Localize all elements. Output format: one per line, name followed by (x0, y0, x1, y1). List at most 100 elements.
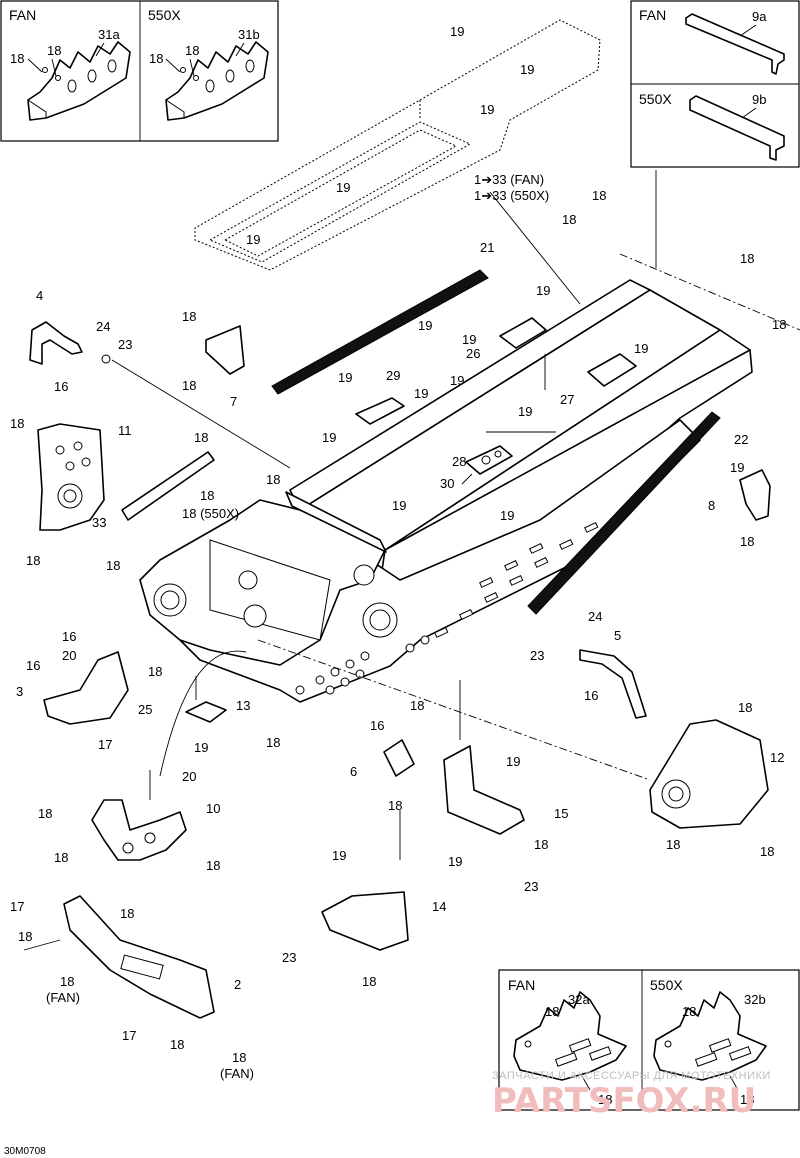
callout-18: 18 (10, 416, 24, 431)
callout-1-33-550x: 1➔33 (550X) (474, 188, 549, 203)
part-2-rail (63, 895, 215, 1019)
callout-18-550x: 18 (550X) (182, 506, 239, 521)
callout-23: 23 (118, 337, 132, 352)
callout-23: 23 (282, 950, 296, 965)
part-12-panel (649, 719, 769, 829)
callout-18: 18 (54, 850, 68, 865)
callout-19: 19 (246, 232, 260, 247)
callout-15: 15 (554, 806, 568, 821)
callout-5: 5 (614, 628, 621, 643)
callouts: 19 19 19 19 19 21 1➔33 (FAN) 1➔33 (550X)… (10, 24, 786, 1081)
callout-13: 13 (236, 698, 250, 713)
callout-18: 18 (200, 488, 214, 503)
callout-18: 18 (545, 1004, 559, 1019)
callout-18: 18 (266, 735, 280, 750)
callout-24: 24 (96, 319, 110, 334)
callout-18: 18 (362, 974, 376, 989)
callout-23: 23 (524, 879, 538, 894)
part-32b-bracket (653, 991, 767, 1081)
callout-32b: 32b (744, 992, 766, 1007)
part-15-step (443, 745, 525, 835)
inset-bottom-right: FAN 550X 32a 18 18 32b 18 18 (498, 969, 800, 1111)
callout-27: 27 (560, 392, 574, 407)
callout-20: 20 (62, 648, 76, 663)
part-5-grab-handle (579, 649, 647, 719)
callout-17: 17 (122, 1028, 136, 1043)
inset-variant-fan: FAN (508, 977, 535, 993)
callout-18: 18 (562, 212, 576, 227)
inset-variant-fan: FAN (639, 7, 666, 23)
callout-18: 18 (206, 858, 220, 873)
callout-16: 16 (54, 379, 68, 394)
callout-18: 18 (740, 251, 754, 266)
callout-16: 16 (62, 629, 76, 644)
callout-19: 19 (338, 370, 352, 385)
callout-18: 18 (182, 378, 196, 393)
diagram-code: 30M0708 (4, 1146, 46, 1157)
callout-18: 18 (149, 51, 163, 66)
callout-18: 18 (666, 837, 680, 852)
callout-25: 25 (138, 702, 152, 717)
callout-8: 8 (708, 498, 715, 513)
part-14-step (321, 891, 409, 951)
callout-18: 18 (148, 664, 162, 679)
callout-4: 4 (36, 288, 43, 303)
callout-23: 23 (530, 648, 544, 663)
callout-20: 20 (182, 769, 196, 784)
watermark-brand: PARTSFOX.RU (492, 1081, 756, 1121)
callout-3: 3 (16, 684, 23, 699)
part-3-bracket (43, 651, 129, 725)
callout-18: 18 (772, 317, 786, 332)
callout-18: 18 (738, 700, 752, 715)
part-cross-member (285, 491, 387, 553)
callout-18: 18 (60, 974, 74, 989)
callout-fan: (FAN) (220, 1066, 254, 1081)
callout-18: 18 (682, 1004, 696, 1019)
callout-19: 19 (448, 854, 462, 869)
part-10-bracket (91, 799, 187, 861)
callout-16: 16 (584, 688, 598, 703)
part-31b-bracket (165, 41, 269, 121)
part-29 (355, 397, 405, 425)
callout-18: 18 (170, 1037, 184, 1052)
callout-18: 18 (194, 430, 208, 445)
callout-18: 18 (185, 43, 199, 58)
inset-variant-550x: 550X (148, 7, 181, 23)
callout-17: 17 (10, 899, 24, 914)
callout-18: 18 (592, 188, 606, 203)
callout-19: 19 (194, 740, 208, 755)
callout-18: 18 (760, 844, 774, 859)
callout-7: 7 (230, 394, 237, 409)
callout-19: 19 (332, 848, 346, 863)
part-9b-bracket (689, 95, 785, 161)
callout-18: 18 (182, 309, 196, 324)
inset-top-right: FAN 550X 9a 9b (630, 0, 800, 168)
callout-6: 6 (350, 764, 357, 779)
callout-19: 19 (450, 373, 464, 388)
callout-19: 19 (450, 24, 464, 39)
callout-33: 33 (92, 515, 106, 530)
callout-19: 19 (480, 102, 494, 117)
callout-fan: (FAN) (46, 990, 80, 1005)
part-31a-bracket (27, 41, 131, 121)
callout-1-33-fan: 1➔33 (FAN) (474, 172, 544, 187)
callout-22: 22 (734, 432, 748, 447)
callout-18: 18 (232, 1050, 246, 1065)
part-9a-bracket (685, 13, 785, 75)
part-8 (739, 469, 771, 521)
callout-9b: 9b (752, 92, 766, 107)
chassis-frame (139, 279, 753, 703)
callout-17: 17 (98, 737, 112, 752)
callout-18: 18 (388, 798, 402, 813)
part-32a-bracket (513, 991, 627, 1081)
callout-24: 24 (588, 609, 602, 624)
callout-19: 19 (506, 754, 520, 769)
callout-18: 18 (740, 534, 754, 549)
callout-31b: 31b (238, 27, 260, 42)
callout-10: 10 (206, 801, 220, 816)
callout-18: 18 (534, 837, 548, 852)
inset-top-left: FAN 550X 31a 18 18 31b 18 (0, 0, 279, 142)
callout-19: 19 (414, 386, 428, 401)
callout-21: 21 (480, 240, 494, 255)
callout-19: 19 (392, 498, 406, 513)
